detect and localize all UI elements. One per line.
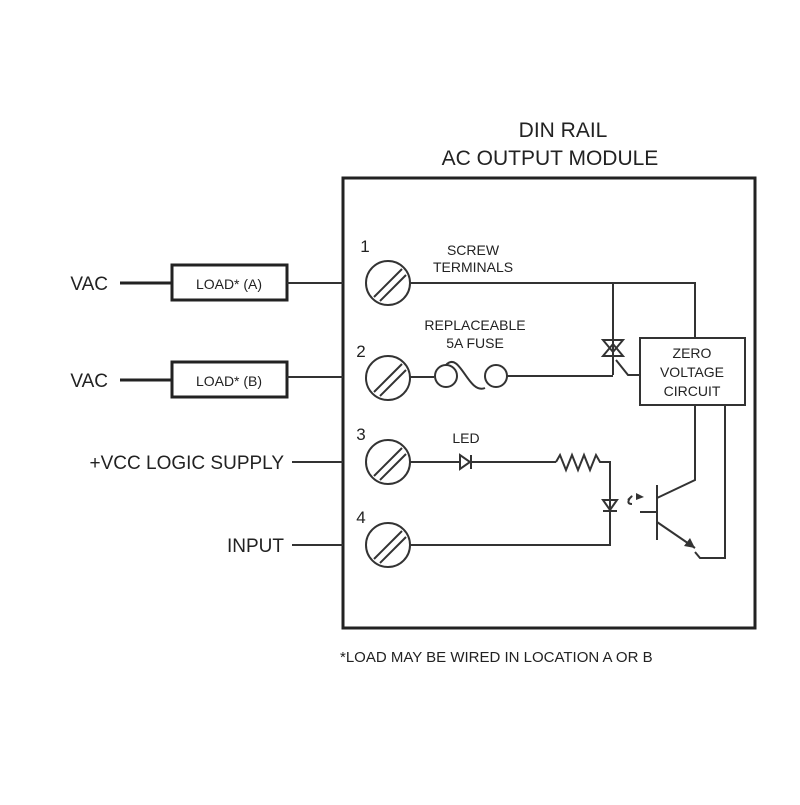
zero-label-3: CIRCUIT — [664, 383, 721, 399]
vac-a-label: VAC — [70, 274, 108, 295]
terminal-number: 2 — [356, 342, 365, 361]
screw-label-1: SCREW — [447, 242, 500, 258]
screw-terminal-1: 1 — [360, 237, 411, 306]
screw-terminal-3: 3 — [356, 425, 411, 485]
led-label: LED — [452, 430, 479, 446]
load-b-label: LOAD* (B) — [196, 373, 262, 389]
resistor-and-wire — [410, 452, 611, 546]
screw-label-2: TERMINALS — [433, 259, 513, 275]
title-line2: AC OUTPUT MODULE — [442, 147, 659, 170]
fuse-label-1: REPLACEABLE — [424, 317, 525, 333]
wire — [410, 282, 696, 338]
terminal-number: 4 — [356, 508, 365, 527]
fuse-label-2: 5A FUSE — [446, 335, 504, 351]
footnote: *LOAD MAY BE WIRED IN LOCATION A OR B — [340, 649, 653, 666]
phototransistor-symbol — [640, 405, 726, 559]
load-a-label: LOAD* (A) — [196, 276, 262, 292]
screw-terminal-4: 4 — [356, 508, 411, 568]
module-box — [341, 176, 757, 630]
vac-b-label: VAC — [70, 371, 108, 392]
opto-led-symbol — [601, 493, 644, 512]
load-b-box — [170, 360, 289, 399]
terminal-number: 1 — [360, 237, 369, 256]
terminal-number: 3 — [356, 425, 365, 444]
led-symbol — [459, 453, 472, 471]
input-label: INPUT — [227, 536, 284, 557]
fuse-symbol — [434, 361, 508, 390]
zero-voltage-circuit-box — [639, 337, 746, 406]
title-line1: DIN RAIL — [519, 119, 608, 142]
vcc-label: +VCC LOGIC SUPPLY — [90, 453, 285, 474]
triac-symbol — [600, 339, 640, 376]
screw-terminal-2: 2 — [356, 342, 411, 401]
zero-label-1: ZERO — [673, 345, 712, 361]
zero-label-2: VOLTAGE — [660, 364, 724, 380]
